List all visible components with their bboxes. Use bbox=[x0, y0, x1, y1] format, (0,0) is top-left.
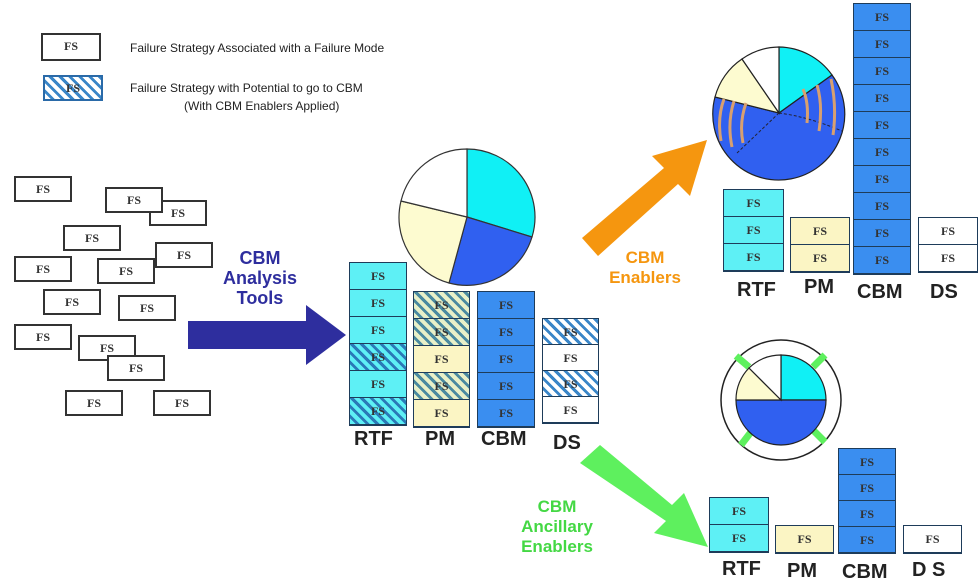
stack-pm-analysis: FS FS FS FS FS bbox=[413, 291, 470, 428]
stack-cbm-analysis: FS FS FS FS FS bbox=[477, 291, 535, 428]
label-rtf-analysis: RTF bbox=[354, 428, 393, 450]
scattered-fs-box: FS bbox=[14, 256, 72, 282]
label-cbm-analysis: CBM bbox=[481, 428, 527, 450]
legend-text-hatched-2: (With CBM Enablers Applied) bbox=[184, 99, 340, 113]
stack-pm-enablers: FS FS bbox=[790, 217, 850, 273]
label-pm-analysis: PM bbox=[425, 428, 455, 450]
stack-rtf-enablers: FS FS FS bbox=[723, 189, 784, 272]
scattered-fs-box: FS bbox=[43, 289, 101, 315]
enablers-label: CBM Enablers bbox=[609, 248, 681, 287]
scattered-fs-box: FS bbox=[65, 390, 123, 416]
scattered-fs-box: FS bbox=[63, 225, 121, 251]
analysis-tools-arrow-icon bbox=[188, 305, 346, 365]
label-cbm-enablers: CBM bbox=[857, 281, 903, 303]
scattered-fs-box: FS bbox=[149, 200, 207, 226]
legend-swatch-plain: FS bbox=[41, 33, 101, 61]
stack-cbm-enablers: FS FS FS FS FS FS FS FS FS FS bbox=[853, 3, 911, 275]
stack-rtf-analysis: FS FS FS FS FS FS bbox=[349, 262, 407, 426]
scattered-fs-box: FS bbox=[14, 176, 72, 202]
pie-chart-ancillary bbox=[720, 339, 842, 461]
label-ds-enablers: DS bbox=[930, 281, 958, 303]
scattered-fs-box: FS bbox=[155, 242, 213, 268]
label-pm-enablers: PM bbox=[804, 276, 834, 298]
stack-rtf-ancillary: FS FS bbox=[709, 497, 769, 553]
scattered-fs-box: FS bbox=[14, 324, 72, 350]
analysis-tools-label: CBM Analysis Tools bbox=[222, 248, 298, 308]
pie-chart-enablers bbox=[712, 46, 846, 181]
legend-text-hatched-1: Failure Strategy with Potential to go to… bbox=[130, 81, 363, 95]
stack-cbm-ancillary: FS FS FS FS bbox=[838, 448, 896, 554]
enablers-arrow-icon bbox=[582, 140, 707, 256]
stack-pm-ancillary: FS bbox=[775, 525, 834, 554]
scattered-fs-box: FS bbox=[97, 258, 155, 284]
label-rtf-enablers: RTF bbox=[737, 279, 776, 301]
label-ds-ancillary: D S bbox=[912, 559, 946, 581]
label-pm-ancillary: PM bbox=[787, 560, 817, 582]
scattered-fs-box: FS bbox=[118, 295, 176, 321]
scattered-fs-box: FS bbox=[107, 355, 165, 381]
label-cbm-ancillary: CBM bbox=[842, 561, 888, 583]
stack-ds-enablers: FS FS bbox=[918, 217, 978, 273]
scattered-fs-box: FS bbox=[153, 390, 211, 416]
label-rtf-ancillary: RTF bbox=[722, 558, 761, 580]
scattered-fs-box: FS bbox=[105, 187, 163, 213]
legend-swatch-hatched: FS bbox=[43, 75, 103, 101]
label-ds-analysis: DS bbox=[553, 432, 581, 454]
pie-chart-analysis bbox=[398, 148, 536, 286]
stack-ds-analysis: FS FS FS FS bbox=[542, 318, 599, 424]
legend-text-plain: Failure Strategy Associated with a Failu… bbox=[130, 41, 385, 55]
ancillary-enablers-label: CBM Ancillary Enablers bbox=[521, 497, 593, 556]
ancillary-enablers-arrow-icon bbox=[580, 445, 708, 547]
stack-ds-ancillary: FS bbox=[903, 525, 962, 554]
